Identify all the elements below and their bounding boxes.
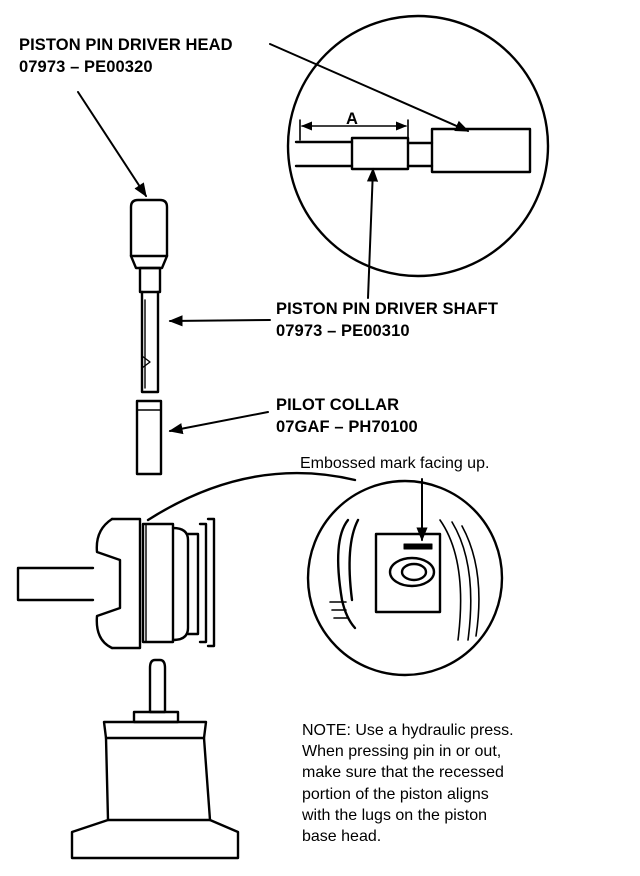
note-line: with the lugs on the piston: [302, 806, 488, 824]
embossed-mark-detail: [329, 518, 480, 641]
piston-base-part: [70, 658, 240, 860]
note-line: make sure that the recessed: [302, 764, 504, 782]
driver-head-name: PISTON PIN DRIVER HEAD: [19, 36, 233, 54]
note-line: NOTE: Use a hydraulic press.: [302, 722, 514, 739]
driver-shaft-part: [138, 266, 162, 394]
pilot-collar-name: PILOT COLLAR: [276, 396, 400, 414]
pilot-collar-part: [135, 399, 163, 476]
dimension-a-label: A: [346, 110, 359, 128]
piston-assembly: [16, 517, 216, 650]
driver-head-part: [129, 198, 169, 270]
label-pilot-collar: PILOT COLLAR 07GAF – PH70100: [276, 394, 418, 438]
driver-shaft-name: PISTON PIN DRIVER SHAFT: [276, 300, 499, 318]
note-line: portion of the piston aligns: [302, 785, 489, 803]
detail-circle-top: [286, 14, 550, 278]
label-driver-shaft: PISTON PIN DRIVER SHAFT 07973 – PE00310: [276, 298, 498, 342]
note-block: NOTE: Use a hydraulic press. When pressi…: [302, 720, 514, 847]
shaft-detail: [294, 119, 532, 174]
pilot-collar-part-number: 07GAF – PH70100: [276, 418, 418, 436]
leader-arrows: [77, 43, 470, 542]
embossed-mark-label: Embossed mark facing up.: [300, 455, 490, 472]
detail-circle-bottom: [306, 479, 504, 677]
driver-head-part-number: 07973 – PE00320: [19, 58, 153, 76]
note-line: When pressing pin in or out,: [302, 743, 502, 761]
note-line: base head.: [302, 828, 382, 846]
driver-shaft-part-number: 07973 – PE00310: [276, 322, 410, 340]
label-driver-head: PISTON PIN DRIVER HEAD 07973 – PE00320: [19, 34, 233, 78]
